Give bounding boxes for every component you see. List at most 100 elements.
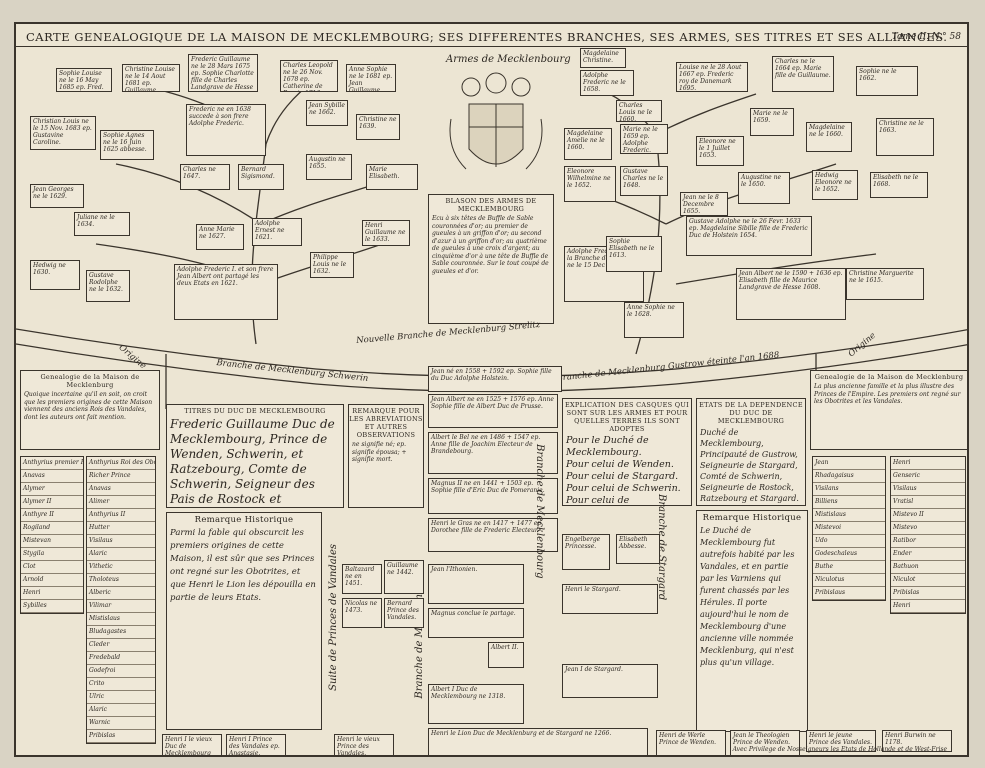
king-list-item: Alaric (87, 548, 155, 561)
page-title: CARTE GENEALOGIQUE DE LA MAISON DE MECKL… (26, 30, 948, 44)
titres-text: Frederic Guillaume Duc de Mecklembourg, … (170, 417, 335, 506)
family-box: Charles Louis ne le 1660. (616, 100, 662, 122)
king-list-item: Ender (891, 548, 965, 561)
lower-box: Elisabeth Abbesse. (616, 534, 660, 564)
remarque-left-text: Parmi la fable qui obscurcit les premier… (170, 528, 316, 603)
lower-box: Jean I de Stargard. (562, 664, 658, 698)
king-list-item: Mistevoi (813, 522, 885, 535)
casques-item: Pour celui de Wenden. (566, 459, 674, 470)
center-box: Henri le Gras ne en 1417 + 1477 ep. Doro… (428, 518, 558, 552)
genealogy-left-panel: Genealogie de la Maison de Mecklenburg Q… (20, 370, 160, 450)
family-box: Marie ne le 1659. (750, 108, 794, 136)
king-list-item: Rhadagaisus (813, 470, 885, 483)
remarque-left-panel: Remarque Historique Parmi la fable qui o… (166, 512, 322, 730)
family-box: Adolphe Frederic ne le 1658. (580, 70, 634, 96)
family-box: Magdelaine Amelie ne le 1660. (564, 128, 612, 160)
king-list-item: Henri (21, 587, 83, 600)
king-list-item: Henri (891, 457, 965, 470)
genealogy-left-heading: Genealogie de la Maison de Mecklenburg (40, 373, 140, 389)
king-list-item: Arnold (21, 574, 83, 587)
family-box: Jean Georges ne le 1629. (30, 184, 84, 208)
bottom-box: Henri Burwin ne 1178. (882, 730, 952, 752)
blason-heading: BLASON DES ARMES DE MECKLEMBOURG (445, 197, 537, 213)
king-list-item: Vratisl (891, 496, 965, 509)
family-box: Sophie Louise ne le 16 May 1685 ep. Fred… (56, 68, 112, 92)
king-list-item: Anthyrius II (87, 509, 155, 522)
king-list-item: Anavas (87, 483, 155, 496)
king-list-item: Udo (813, 535, 885, 548)
remarque-left-heading: Remarque Historique (194, 515, 294, 525)
family-box: Magdelaine Christine. (580, 48, 626, 68)
family-box: Christine ne le 1663. (876, 118, 934, 156)
center-box: Magnus II ne en 1441 + 1503 ep. Sophie f… (428, 478, 558, 514)
genealogy-right-heading: Genealogie de la Maison de Mecklenburg (814, 373, 964, 381)
family-box: Anne Marie ne 1627. (196, 224, 244, 250)
branch-label-vertical: Branche de Stargard (656, 494, 667, 601)
remarque-right-heading: Remarque Historique (702, 513, 802, 523)
etats-heading: ETATS DE LA DEPENDENCE DU DUC DE MECKLEM… (699, 401, 803, 425)
king-list-item: Henri (891, 600, 965, 613)
family-box: Juliane ne le 1634. (74, 212, 130, 236)
family-box: Sophie Agnes ne le 16 Juin 1625 abbesse. (100, 130, 154, 160)
casques-item: Pour celui de Stargard. (566, 471, 679, 482)
bottom-box: Henri I Prince des Vandales ep. Anastasi… (226, 734, 286, 755)
king-list-item: Rogiland (21, 522, 83, 535)
etats-panel: ETATS DE LA DEPENDENCE DU DUC DE MECKLEM… (696, 398, 806, 506)
lower-box: Albert II. (488, 642, 524, 668)
lower-box: Bernard Prince des Vandales. (384, 598, 424, 628)
family-box: Jean ne le 8 Decembre 1655. (680, 192, 728, 216)
king-list-item: Alymer II (21, 496, 83, 509)
family-box: Anne Sophie ne le 1628. (624, 302, 684, 338)
king-list-item: Genseric (891, 470, 965, 483)
bottom-box: Henri le jeune Prince des Vandales. (806, 730, 876, 752)
branch-label-vertical: Suite de Princes de Vandales (328, 544, 339, 691)
casques-item: Pour celui de Schwerin. (566, 483, 681, 494)
family-box: Marie Elisabeth. (366, 164, 418, 190)
family-box: Magdelaine ne le 1660. (806, 122, 852, 152)
titres-panel: TITRES DU DUC DE MECKLEMBOURG Frederic G… (166, 404, 344, 508)
king-list-item: Mistislaus (813, 509, 885, 522)
genealogy-right-panel: Genealogie de la Maison de Mecklenburg L… (810, 370, 967, 450)
family-box: Charles ne 1647. (180, 164, 230, 190)
king-list-left-b: Anthyrius Roi des ObotritesRicher Prince… (86, 456, 156, 744)
genealogy-sheet: CARTE GENEALOGIQUE DE LA MAISON DE MECKL… (14, 22, 969, 757)
family-box: Eleonore Wilhelmine ne le 1652. (564, 166, 616, 202)
casques-item: Pour le Duché de Mecklembourg. (566, 435, 649, 458)
king-list-left-a: Anthyrius premier RoiAnavasAlymerAlymer … (20, 456, 84, 614)
king-list-item: Anthyrius premier Roi (21, 457, 83, 470)
king-list-item: Niculotus (813, 574, 885, 587)
family-box: Elisabeth ne le 1668. (870, 172, 928, 198)
titres-heading: TITRES DU DUC DE MECKLEMBOURG (184, 407, 326, 415)
king-list-item: Anavas (21, 470, 83, 483)
center-box: Albert le Bel ne en 1486 + 1547 ep. Anne… (428, 432, 558, 474)
king-list-item: Pribislaus (813, 587, 885, 600)
genealogy-left-text: Quoique incertaine qu'il en soit, on cro… (24, 391, 153, 421)
king-list-item: Crito (87, 678, 155, 691)
king-list-item: Cleder (87, 639, 155, 652)
coat-of-arms-icon (449, 72, 543, 170)
blason-panel: BLASON DES ARMES DE MECKLEMBOURG Ecu à s… (428, 194, 554, 324)
casques-heading: EXPLICATION DES CASQUES QUI SONT SUR LES… (564, 401, 690, 433)
family-box: Adolphe Ernest ne 1621. (252, 218, 302, 246)
family-box: Marie ne le 1659 ep. Adolphe Frederic. (620, 124, 668, 154)
king-list-item: Niculot (891, 574, 965, 587)
king-list-item: Fredebald (87, 652, 155, 665)
tome-number: Tome II. N.° 58 (891, 32, 961, 42)
genealogy-right-text: La plus ancienne famille et la plus illu… (814, 383, 961, 405)
family-box: Anne Sophie ne le 1681 ep. Jean Guillaum… (346, 64, 396, 92)
family-box: Hedwig Eleonore ne le 1652. (812, 170, 858, 200)
family-box: Sophie Elisabeth ne le 1613. (606, 236, 662, 272)
etats-text: Duché de Mecklembourg, Principauté de Gu… (700, 428, 799, 503)
king-list-item: Mistevo (891, 522, 965, 535)
king-list-item: Visilans (813, 483, 885, 496)
blason-text: Ecu à six têtes de Buffle de Sable couro… (432, 215, 549, 275)
lower-box: Engelberge Princesse. (562, 534, 610, 570)
bottom-box: Henri de Werle Prince de Wenden. (656, 730, 726, 755)
casques-item: Pour celui de Ratzebourg. (566, 495, 630, 506)
family-box: Frederic Guillaume ne le 28 Mars 1675 ep… (188, 54, 258, 92)
family-box: Augustine ne le 1650. (738, 172, 790, 204)
lower-box: Albert I Duc de Mecklembourg ne 1318. (428, 684, 524, 724)
privilege-footer: Avec Privilege de Nosseigneurs les Etats… (732, 746, 947, 753)
lower-box: Magnus conclue le partage. (428, 608, 524, 638)
